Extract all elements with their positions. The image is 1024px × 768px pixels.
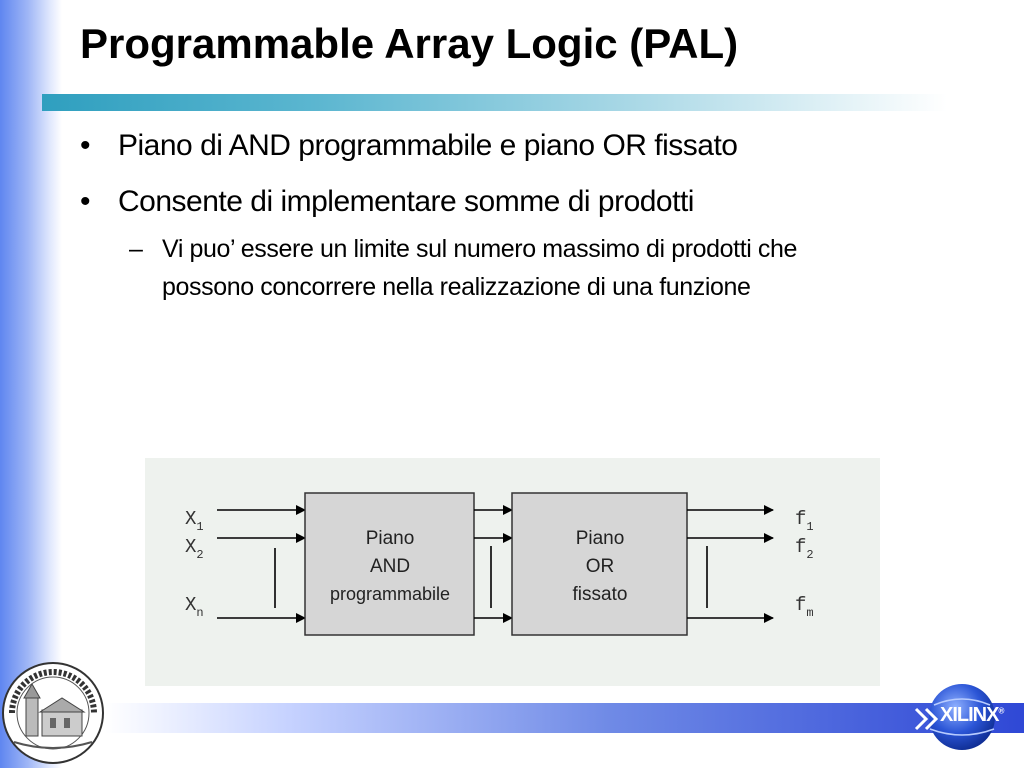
bullet-list: • Piano di AND programmabile e piano OR … — [80, 128, 980, 306]
input-label-x1: X1 — [185, 508, 204, 534]
xilinx-wordmark: XILINX® — [940, 704, 1004, 727]
and-plane-block — [304, 492, 475, 636]
bullet-marker: • — [80, 129, 91, 162]
pal-diagram-svg: X1 X2 Xn Piano AND programmabile Piano O… — [185, 492, 814, 636]
or-block-line-1: Piano — [576, 528, 625, 549]
output-label-f2: f2 — [795, 536, 814, 562]
bullet-marker: • — [80, 185, 91, 218]
or-block-line-2: OR — [586, 556, 615, 577]
bottom-gradient-band — [105, 703, 1024, 733]
output-label-f1: f1 — [795, 508, 814, 534]
left-gradient-band — [0, 0, 62, 768]
sub-bullet-line-2: possono concorrere nella realizzazione d… — [162, 273, 751, 301]
input-label-x2: X2 — [185, 536, 204, 562]
output-label-fm: fm — [795, 594, 814, 620]
title-underline-bar — [42, 94, 947, 111]
university-seal-logo — [2, 662, 104, 764]
and-block-line-2: AND — [370, 556, 410, 577]
sub-bullet-item: – Vi puo’ essere un limite sul numero ma… — [80, 230, 980, 306]
bullet-item: • Consente di implementare somme di prod… — [80, 184, 980, 220]
bullet-text: Consente di implementare somme di prodot… — [118, 185, 694, 218]
pal-block-diagram: X1 X2 Xn Piano AND programmabile Piano O… — [145, 458, 880, 686]
xilinx-globe-logo — [914, 684, 995, 750]
sub-bullet-marker: – — [129, 235, 143, 263]
or-plane-block — [511, 492, 688, 636]
slide-title: Programmable Array Logic (PAL) — [80, 20, 739, 67]
xilinx-name: XILINX — [940, 704, 999, 726]
sub-bullet-line-1: Vi puo’ essere un limite sul numero mass… — [162, 235, 798, 263]
input-label-xn: Xn — [185, 594, 204, 620]
bullet-item: • Piano di AND programmabile e piano OR … — [80, 128, 980, 164]
bullet-text: Piano di AND programmabile e piano OR fi… — [118, 129, 738, 162]
and-block-line-3: programmabile — [330, 584, 450, 604]
and-block-line-1: Piano — [366, 528, 415, 549]
or-block-line-3: fissato — [573, 584, 628, 605]
registered-mark: ® — [998, 706, 1004, 716]
